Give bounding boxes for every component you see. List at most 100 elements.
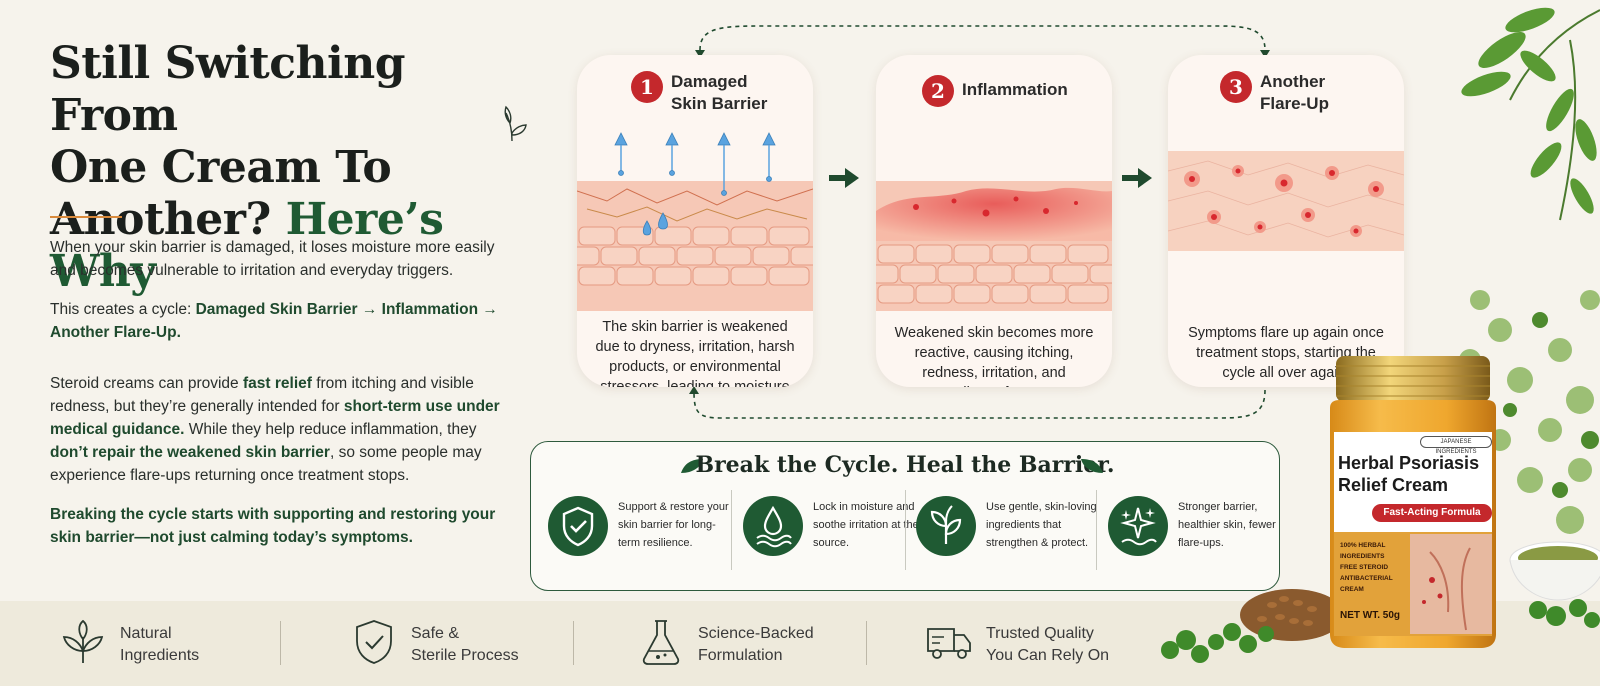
leaf-branch-decoration (1461, 7, 1600, 221)
benefit-gentle-ingredients: Use gentle, skin-loving ingredients that… (916, 494, 1097, 564)
sprout-icon (504, 105, 527, 142)
benefit-lock-moisture: Lock in moisture and soothe irritation a… (743, 494, 919, 564)
product-claims: 100% HERBAL INGREDIENTS FREE STEROID ANT… (1340, 540, 1410, 595)
benefit-text: Stronger barrier, healthier skin, fewer … (1178, 501, 1276, 549)
leaves-icon (62, 619, 104, 663)
divider (905, 490, 906, 570)
intro-paragraph-1: When your skin barrier is damaged, it lo… (50, 239, 495, 279)
p3-fast-relief: fast relief (242, 375, 312, 392)
product-weight: NET WT. 50g (1340, 610, 1401, 621)
shield-check-icon (562, 506, 594, 547)
card-title: Damaged Skin Barrier (671, 71, 801, 115)
divider (280, 621, 281, 665)
divider (866, 621, 867, 665)
inflamed-skin-illustration (876, 181, 1112, 311)
flask-icon (642, 620, 680, 665)
p3-part-c: from itching and visible redness, but th… (50, 375, 474, 415)
feature-label-line-2: Ingredients (120, 647, 200, 664)
divider (1096, 490, 1097, 570)
cycle-card-inflammation: 2 Inflammation Weakened skin becomes mor… (876, 55, 1112, 387)
feature-trusted-quality: Trusted Quality You Can Rely On (924, 615, 1164, 671)
product-claim: FREE STEROID (1340, 564, 1389, 571)
step-number: 1 (631, 71, 663, 103)
card-description: Weakened skin becomes more reactive, cau… (894, 325, 1094, 387)
p3-short-term: short-term use under medical guidance. (50, 398, 500, 438)
break-cycle-panel: Break the Cycle. Heal the Barrier. Suppo… (530, 441, 1280, 591)
card-title: Another Flare-Up (1260, 71, 1390, 115)
step-number: 3 (1220, 71, 1252, 103)
feature-label: Natural Ingredients (120, 623, 280, 667)
shield-check-icon (356, 620, 392, 664)
feature-label-line-2: Formulation (698, 647, 783, 664)
card-title-line-1: Another (1260, 72, 1326, 91)
feature-science-backed: Science-Backed Formulation (636, 615, 856, 671)
step-number: 2 (922, 75, 954, 107)
jar-graphic (1330, 356, 1496, 648)
product-tag: JAPANESE INGREDIENTS (1420, 436, 1492, 455)
p3-part-a: Steroid creams can provide (50, 375, 243, 392)
feature-label-line-1: Science-Backed (698, 625, 814, 642)
herb-bush-decoration (1459, 290, 1600, 534)
herb-bowl-decoration (1509, 541, 1600, 628)
benefit-text: Lock in moisture and soothe irritation a… (813, 501, 919, 549)
p3-part-g: , so some people may experience flare-up… (50, 444, 482, 484)
leaf-icon (681, 459, 703, 473)
p3-dont-repair: don’t repair the weakened skin barrier (50, 444, 330, 461)
feature-label-line-2: Sterile Process (411, 647, 519, 664)
product-name: Herbal Psoriasis Relief Cream (1338, 452, 1498, 496)
intro-paragraph-4: Breaking the cycle starts with supportin… (50, 506, 496, 546)
feature-label-line-1: Trusted Quality (986, 625, 1094, 642)
feature-label-line-1: Natural (120, 625, 172, 642)
benefit-text: Use gentle, skin-loving ingredients that… (986, 501, 1097, 549)
divider (573, 621, 574, 665)
product-jar: JAPANESE INGREDIENTS Herbal Psoriasis Re… (1320, 352, 1506, 650)
feature-safe-sterile: Safe & Sterile Process (349, 615, 549, 671)
truck-icon (927, 628, 971, 659)
cycle-sequence: Damaged Skin Barrier → Inflammation → An… (50, 301, 498, 341)
card-header: 2 Inflammation (876, 69, 1112, 129)
card-description: Symptoms flare up again once treatment s… (1188, 325, 1384, 381)
product-badge: Fast-Acting Formula (1383, 507, 1481, 518)
feature-label: Science-Backed Formulation (698, 623, 858, 667)
damaged-skin-illustration (577, 132, 813, 311)
cycle-card-damaged-barrier: 1 Damaged Skin Barrier (577, 55, 813, 387)
page-headline: Still Switching From One Cream To Anothe… (50, 38, 530, 298)
card-title: Inflammation (962, 79, 1102, 101)
cycle-card-flare-up: 3 Another Flare-Up (1168, 55, 1404, 387)
leaf-icon (930, 505, 962, 544)
p3-part-e: While they help reduce inflammation, the… (184, 421, 477, 438)
parsley-decoration (1161, 623, 1274, 663)
headline-line-2: One Cream To (50, 142, 392, 193)
benefit-text: Support & restore your skin barrier for … (618, 501, 729, 549)
cycle-prefix: This creates a cycle: (50, 301, 196, 318)
card-header: 3 Another Flare-Up (1168, 69, 1404, 129)
divider-rule (50, 216, 122, 218)
card-header: 1 Damaged Skin Barrier (577, 69, 813, 129)
benefit-stronger-barrier: Stronger barrier, healthier skin, fewer … (1108, 494, 1278, 564)
product-claim: ANTIBACTERIAL CREAM (1340, 575, 1393, 593)
card-title-line-2: Skin Barrier (671, 94, 768, 113)
feature-label-line-1: Safe & (411, 625, 460, 642)
intro-paragraph-3: Steroid creams can provide fast relief f… (50, 372, 510, 487)
water-drop-icon (756, 505, 792, 548)
card-description: The skin barrier is weakened due to dryn… (595, 319, 795, 387)
feature-label-line-2: You Can Rely On (986, 647, 1110, 664)
headline-accent: Here’s Why (50, 194, 444, 297)
card-title-line-1: Damaged (671, 72, 748, 91)
card-title-line-2: Flare-Up (1260, 94, 1329, 113)
product-claim: 100% HERBAL INGREDIENTS (1340, 542, 1386, 560)
product-name-line-2: Relief Cream (1338, 475, 1449, 495)
arrow-right-icon (829, 168, 859, 188)
arrow-right-icon (1122, 168, 1152, 188)
feature-label: Safe & Sterile Process (411, 623, 571, 667)
feature-label: Trusted Quality You Can Rely On (986, 623, 1146, 667)
leaf-icon (1081, 459, 1103, 473)
headline-line-1: Still Switching From (50, 38, 406, 141)
feature-natural-ingredients: Natural Ingredients (58, 615, 258, 671)
divider (731, 490, 732, 570)
flare-up-skin-illustration (1168, 151, 1404, 251)
sparkle-icon (1120, 507, 1157, 546)
headline-line-3: Another? (50, 194, 271, 245)
product-name-line-1: Herbal Psoriasis (1338, 453, 1480, 473)
